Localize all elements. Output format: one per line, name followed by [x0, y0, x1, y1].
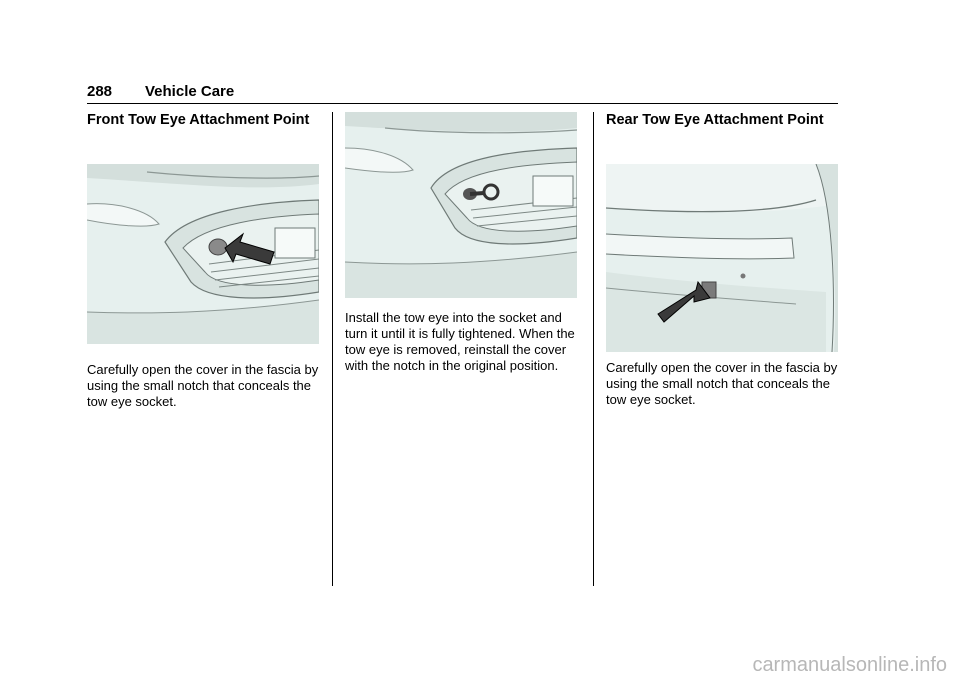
rear-cover-instructions: Carefully open the cover in the fascia b… — [606, 360, 838, 407]
install-tow-eye-instructions: Install the tow eye into the socket and … — [345, 310, 575, 373]
front-tow-eye-heading: Front Tow Eye Attachment Point — [87, 112, 310, 128]
section-title: Vehicle Care — [145, 83, 235, 100]
page-number: 288 — [87, 83, 113, 100]
rear-tow-eye-heading: Rear Tow Eye Attachment Point — [606, 112, 824, 128]
front-cover-instructions: Carefully open the cover in the fascia b… — [87, 362, 319, 409]
front-cover-illustration — [87, 164, 319, 344]
tow-eye-installed-illustration — [345, 112, 577, 298]
watermark: carmanualsonline.info — [752, 654, 947, 676]
column-divider — [593, 112, 594, 586]
column-divider — [332, 112, 333, 586]
rear-cover-illustration — [606, 164, 838, 352]
page-header: 288 Vehicle Care — [87, 83, 838, 104]
